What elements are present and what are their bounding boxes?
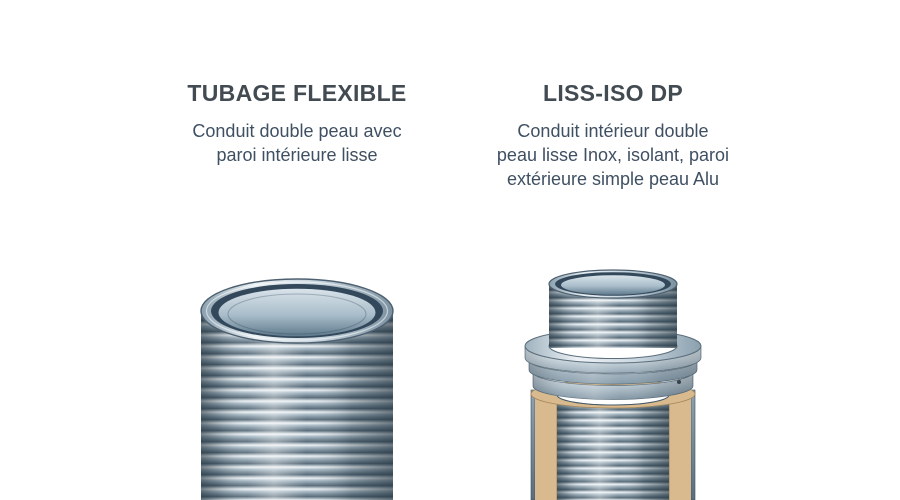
product-card-liss-iso-dp: LISS-ISO DP Conduit intérieur double pea…: [463, 80, 763, 191]
description-line: Conduit double peau avec: [192, 121, 402, 141]
product-description: Conduit double peau avec paroi intérieur…: [147, 119, 447, 167]
description-line: Conduit intérieur double: [517, 121, 709, 141]
insulated-duct-illustration: [523, 266, 703, 500]
product-description: Conduit intérieur double peau lisse Inox…: [463, 119, 763, 191]
product-title: TUBAGE FLEXIBLE: [187, 80, 407, 106]
flexible-liner-svg: [200, 278, 394, 500]
description-line: extérieure simple peau Alu: [506, 169, 720, 189]
description-line: paroi intérieure lisse: [216, 145, 378, 165]
product-card-tubage-flexible: TUBAGE FLEXIBLE Conduit double peau avec…: [147, 80, 447, 167]
flexible-liner-illustration: [199, 277, 395, 500]
product-title: LISS-ISO DP: [542, 80, 684, 106]
description-line: peau lisse Inox, isolant, paroi: [496, 145, 730, 165]
insulated-duct-svg: [524, 269, 702, 500]
